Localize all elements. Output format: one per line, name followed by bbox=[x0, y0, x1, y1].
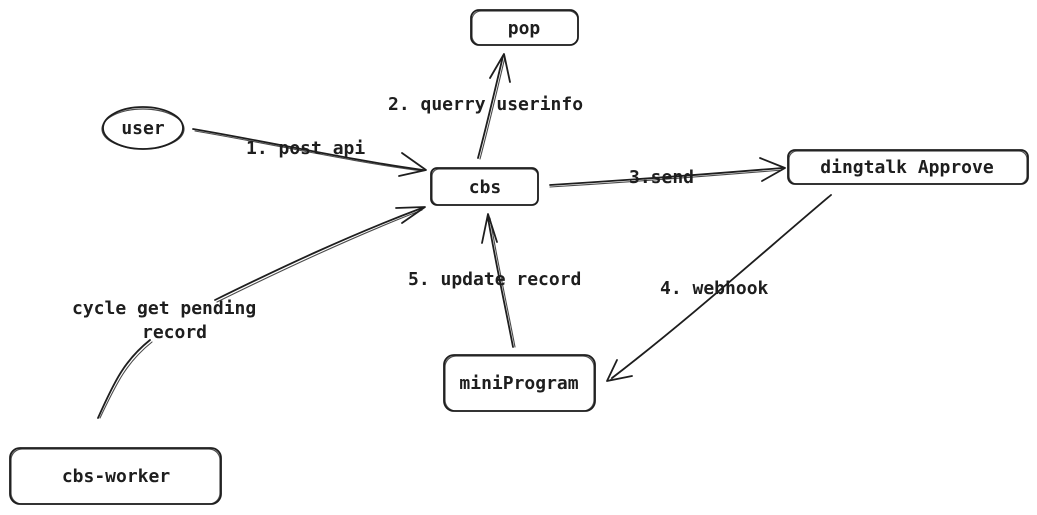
edge-label-post-api: 1. post api bbox=[246, 138, 365, 159]
edge-query-userinfo bbox=[477, 53, 511, 160]
edge-update-record bbox=[481, 213, 516, 348]
node-label-dingtalk: dingtalk Approve bbox=[820, 157, 994, 178]
node-label-miniprogram: miniProgram bbox=[459, 373, 578, 394]
edge-label-webhook: 4. webhook bbox=[660, 278, 769, 299]
edge-label-send: 3.send bbox=[629, 167, 694, 188]
edge-label-update-record: 5. update record bbox=[408, 269, 581, 290]
edge-label-cycle-line1: cycle get pending bbox=[72, 298, 256, 319]
edge-webhook bbox=[606, 194, 832, 382]
node-label-user: user bbox=[121, 118, 165, 139]
edge-send bbox=[549, 157, 786, 188]
edge-cycle-pending bbox=[97, 206, 426, 419]
node-cbs: cbs bbox=[430, 167, 539, 206]
node-label-pop: pop bbox=[508, 18, 541, 39]
node-label-cbs-worker: cbs-worker bbox=[62, 466, 171, 487]
edge-label-query-userinfo: 2. querry userinfo bbox=[388, 94, 583, 115]
node-label-cbs: cbs bbox=[469, 177, 502, 198]
edge-post-api bbox=[192, 128, 427, 177]
node-miniprogram: miniProgram bbox=[443, 354, 596, 412]
node-pop: pop bbox=[470, 9, 579, 46]
node-cbs-worker: cbs-worker bbox=[9, 447, 222, 505]
edge-label-cycle-line2: record bbox=[142, 322, 207, 343]
node-user: user bbox=[101, 106, 185, 150]
node-dingtalk-approve: dingtalk Approve bbox=[787, 149, 1029, 185]
